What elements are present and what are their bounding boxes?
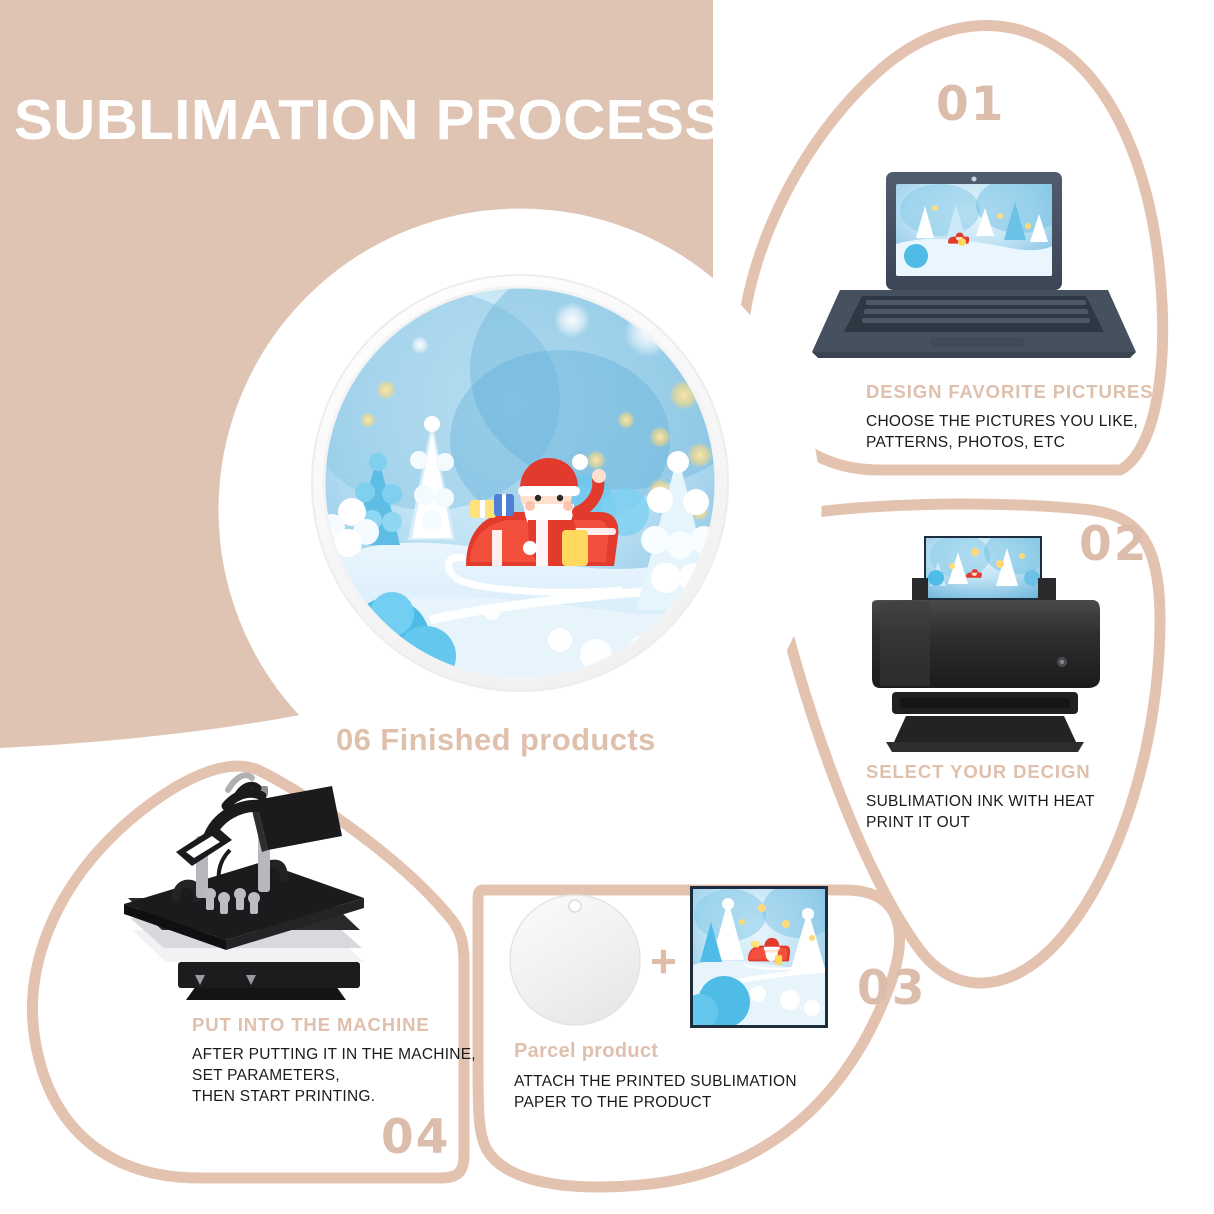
petal-outline-02 <box>756 498 1166 989</box>
printed-design-icon <box>690 886 828 1028</box>
step-body-01: CHOOSE THE PICTURES YOU LIKE, PATTERNS, … <box>866 413 1138 451</box>
step-heading-04: PUT INTO THE MACHINE <box>192 1014 430 1035</box>
step-heading-01: DESIGN FAVORITE PICTURES <box>866 381 1154 402</box>
petal-outline-04 <box>26 760 470 1184</box>
step-number-02: 02 <box>1079 517 1149 572</box>
heat-press-icon <box>124 772 364 1000</box>
petal-outline-01 <box>735 20 1169 476</box>
blank-ornament-icon <box>509 894 641 1026</box>
santa-sleigh <box>444 454 624 596</box>
step-body-02: SUBLIMATION INK WITH HEAT PRINT IT OUT <box>866 793 1095 831</box>
laptop-icon <box>812 172 1136 358</box>
step-body-03: ATTACH THE PRINTED SUBLIMATION PAPER TO … <box>514 1073 797 1111</box>
center-label: 06 Finished products <box>336 722 656 757</box>
center-disc-ring <box>218 208 822 812</box>
step-heading-03: Parcel product <box>514 1040 659 1062</box>
step-number-03: 03 <box>857 961 927 1016</box>
plus-icon: + <box>650 935 677 987</box>
page-title: SUBLIMATION PROCESS <box>14 88 724 152</box>
step-body-04: AFTER PUTTING IT IN THE MACHINE, SET PAR… <box>192 1046 476 1105</box>
petal-outline-03 <box>472 884 905 1193</box>
ornament-artwork-center <box>311 274 729 692</box>
step-number-04: 04 <box>381 1110 451 1165</box>
printer-icon <box>872 536 1100 752</box>
step-number-01: 01 <box>936 77 1006 132</box>
step-heading-02: SELECT YOUR DECIGN <box>866 761 1091 782</box>
